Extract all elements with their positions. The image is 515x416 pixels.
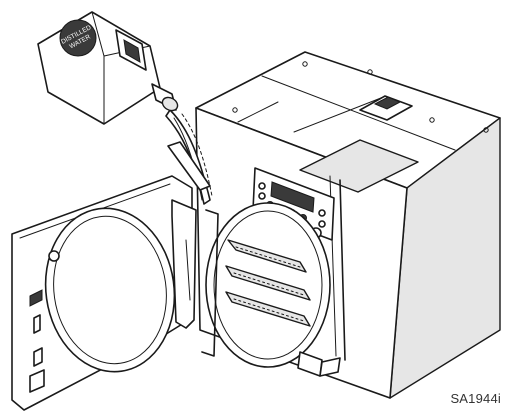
water-stream: [165, 109, 213, 205]
open-door: [11, 175, 197, 411]
drain-fitting: [297, 351, 341, 377]
display-screen: [270, 181, 315, 213]
figure-code: SA1944i: [450, 391, 501, 406]
bottle-label: [59, 19, 97, 57]
instrument-trays: [225, 239, 311, 327]
distilled-water-bottle: [37, 11, 179, 125]
reservoir-fill-port: [359, 95, 413, 121]
chamber: [201, 202, 331, 368]
